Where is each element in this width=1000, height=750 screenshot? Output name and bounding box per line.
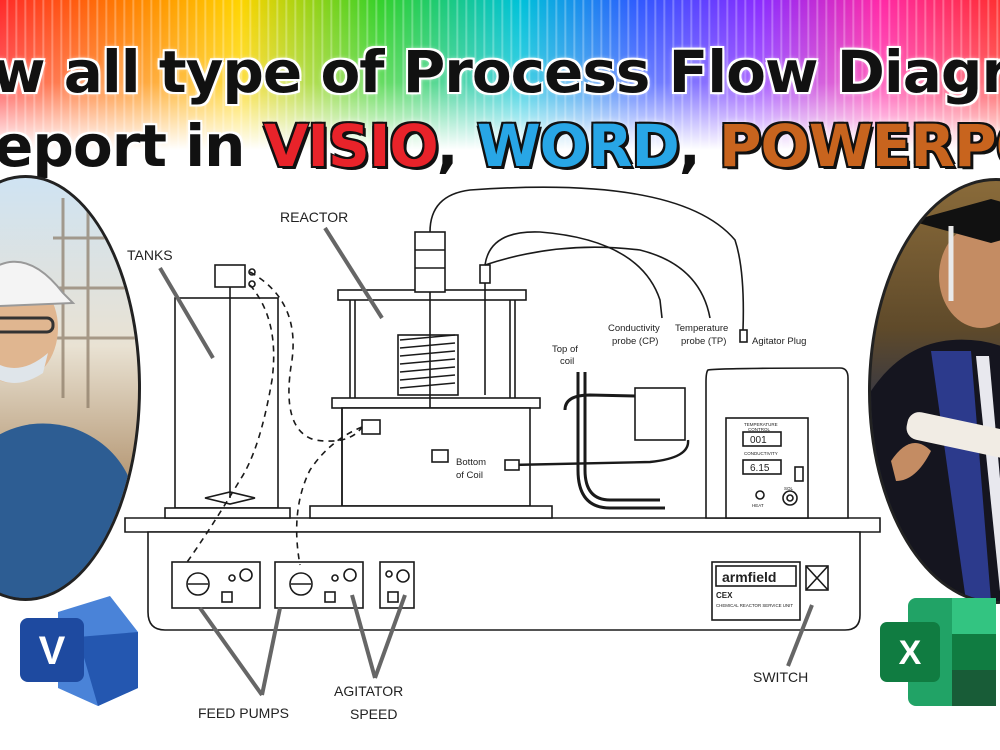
feed-pump-2-switch[interactable] — [324, 591, 336, 603]
panel-sol-label: SOL — [784, 486, 794, 491]
callout-pointers — [158, 226, 814, 697]
headline-line-1: w all type of Process Flow Diagra — [0, 38, 1000, 106]
agitator-speed-switch[interactable] — [387, 591, 399, 603]
keyword-word: WORD — [476, 112, 680, 180]
panel-heat-label: HEAT — [752, 503, 764, 508]
temperature-readout: 001 — [750, 435, 767, 446]
engineer-illustration — [0, 188, 138, 598]
temperature-display — [742, 431, 782, 447]
base-platform — [124, 517, 881, 533]
feed-pump-2-dial[interactable] — [289, 572, 313, 596]
label-feed-pumps: FEED PUMPS — [198, 705, 289, 721]
brand-subtitle: CHEMICAL REACTOR SERVICE UNIT — [716, 603, 793, 608]
conductivity-display — [742, 459, 782, 475]
headline-prefix: eport in — [0, 112, 264, 180]
label-agitator-speed-line1: AGITATOR — [334, 683, 403, 699]
label-reactor: REACTOR — [280, 209, 348, 225]
label-agitator-plug: Agitator Plug — [752, 336, 806, 347]
panel-conductivity-title: CONDUCTIVITY — [744, 451, 778, 456]
headline-separator: , — [436, 112, 477, 180]
agitator-motor — [414, 231, 446, 293]
heat-knob[interactable] — [755, 490, 765, 500]
feed-pump-1-indicator — [228, 574, 236, 582]
label-bottom-of-coil-line1: Bottom — [456, 457, 486, 468]
headline-line-2: eport in VISIO, WORD, POWERPO — [0, 112, 1000, 180]
label-temperature-probe-line2: probe (TP) — [681, 336, 726, 347]
feed-pump-1-switch[interactable] — [221, 591, 233, 603]
tank — [174, 297, 279, 509]
agitator-speed-knob[interactable] — [396, 569, 410, 583]
label-switch: SWITCH — [753, 669, 808, 685]
panel-temperature-title: TEMPERATURE — [744, 422, 778, 427]
brand-model: CEX — [716, 591, 733, 600]
excel-logo-letter: X — [899, 634, 922, 672]
feed-pump-2-indicator — [331, 574, 339, 582]
headline-separator: , — [678, 112, 720, 180]
rainbow-background — [0, 0, 1000, 150]
label-tanks: TANKS — [127, 247, 173, 263]
agitator-cable — [429, 186, 745, 331]
label-conductivity-probe-line1: Conductivity — [608, 323, 660, 334]
label-top-of-coil-line1: Top of — [552, 344, 578, 355]
feed-pump-1-knob[interactable] — [239, 568, 253, 582]
feed-pump-1-dial[interactable] — [186, 572, 210, 596]
excel-logo: X — [880, 598, 996, 706]
keyword-visio: VISIO — [263, 112, 438, 180]
pump-box — [634, 387, 686, 441]
visio-logo: V — [20, 596, 138, 706]
label-temperature-probe-line1: Temperature — [675, 323, 728, 334]
agitator-speed-panel — [379, 561, 415, 609]
brand-name: armfield — [722, 569, 776, 585]
label-conductivity-probe-line2: probe (CP) — [612, 336, 658, 347]
conductivity-readout: 6.15 — [750, 463, 770, 474]
sol-knob[interactable] — [782, 490, 798, 506]
keyword-powerpoint: POWERPO — [719, 112, 1000, 180]
feed-pump-2-knob[interactable] — [343, 568, 357, 582]
label-top-of-coil-line2: coil — [560, 356, 574, 367]
panel-control-label: CONTROL — [748, 427, 770, 432]
label-bottom-of-coil-line2: of Coil — [456, 470, 483, 481]
visio-logo-letter: V — [39, 629, 66, 673]
reactor-coil — [397, 334, 459, 396]
label-agitator-speed-line2: SPEED — [350, 706, 397, 722]
